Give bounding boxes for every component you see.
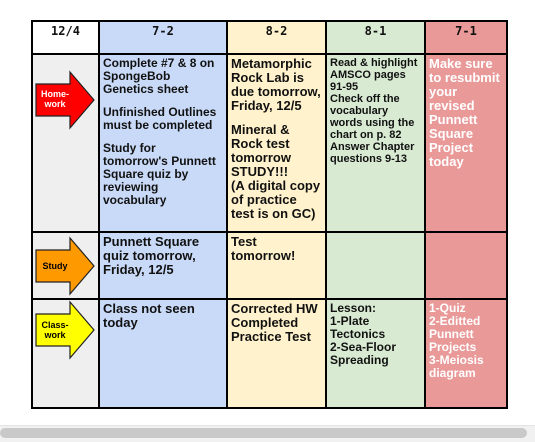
study-row: Study Punnett Square quiz tomorrow, Frid…: [31, 231, 508, 300]
right-arrow-icon: [35, 236, 95, 296]
right-arrow-icon: [35, 300, 95, 360]
study-7-1-cell: [424, 231, 508, 300]
class-header-7-1: 7-1: [424, 20, 508, 55]
classwork-7-1-text: 1-Quiz 2-Editted Punnett Projects 3-Meio…: [429, 301, 484, 380]
homework-row: Home- work Complete #7 & 8 on SpongeBob …: [31, 53, 508, 233]
scrollbar-thumb[interactable]: [0, 428, 527, 438]
homework-label-cell: Home- work: [31, 53, 100, 233]
homework-8-2-cell: Metamorphic Rock Lab is due tomorrow, Fr…: [226, 53, 327, 233]
homework-8-1-tasks: Read & highlight AMSCO pages 91-95 Check…: [330, 57, 418, 165]
classwork-8-1-text: Lesson: 1-Plate Tectonics 2-Sea-Floor Sp…: [330, 301, 397, 367]
study-8-2-cell: Test tomorrow!: [226, 231, 327, 300]
homework-7-2-task-3: Study for tomorrow's Punnett Square quiz…: [103, 141, 216, 207]
study-label: Study: [42, 261, 68, 271]
homework-7-1-cell: Make sure to resubmit your revised Punne…: [424, 53, 508, 233]
classwork-8-2-text: Corrected HW Completed Practice Test: [231, 301, 318, 344]
right-arrow-icon: [35, 70, 95, 130]
homework-7-2-cell: Complete #7 & 8 on SpongeBob Genetics sh…: [98, 53, 228, 233]
homework-8-2-task-2: Mineral & Rock test tomorrow STUDY!!! (A…: [231, 122, 321, 221]
study-7-2-text: Punnett Square quiz tomorrow, Friday, 12…: [103, 234, 200, 277]
classwork-row: Class- work Class not seen today Correct…: [31, 298, 508, 409]
class-header-7-2: 7-2: [98, 20, 228, 55]
homework-7-1-task: Make sure to resubmit your revised Punne…: [429, 56, 500, 169]
study-label-cell: Study: [31, 231, 100, 300]
homework-label: Home- work: [40, 89, 69, 109]
date-header: 12/4: [31, 20, 100, 55]
header-row: 12/4 7-2 8-2 8-1 7-1: [31, 20, 508, 55]
homework-7-2-task-1: Complete #7 & 8 on SpongeBob Genetics sh…: [103, 56, 215, 96]
homework-7-2-task-2: Unfinished Outlines must be completed: [103, 105, 217, 132]
classwork-label-cell: Class- work: [31, 298, 100, 409]
study-7-2-cell: Punnett Square quiz tomorrow, Friday, 12…: [98, 231, 228, 300]
classwork-7-2-cell: Class not seen today: [98, 298, 228, 409]
homework-planner-table: 12/4 7-2 8-2 8-1 7-1 Home- work Complete…: [31, 20, 508, 409]
class-header-8-2: 8-2: [226, 20, 327, 55]
study-8-2-text: Test tomorrow!: [231, 234, 296, 263]
study-8-1-cell: [325, 231, 426, 300]
class-header-8-1: 8-1: [325, 20, 426, 55]
classwork-7-1-cell: 1-Quiz 2-Editted Punnett Projects 3-Meio…: [424, 298, 508, 409]
classwork-8-2-cell: Corrected HW Completed Practice Test: [226, 298, 327, 409]
classwork-label: Class- work: [41, 320, 69, 340]
classwork-8-1-cell: Lesson: 1-Plate Tectonics 2-Sea-Floor Sp…: [325, 298, 426, 409]
classwork-7-2-text: Class not seen today: [103, 301, 195, 330]
homework-8-2-task-1: Metamorphic Rock Lab is due tomorrow, Fr…: [231, 56, 321, 113]
homework-8-1-cell: Read & highlight AMSCO pages 91-95 Check…: [325, 53, 426, 233]
